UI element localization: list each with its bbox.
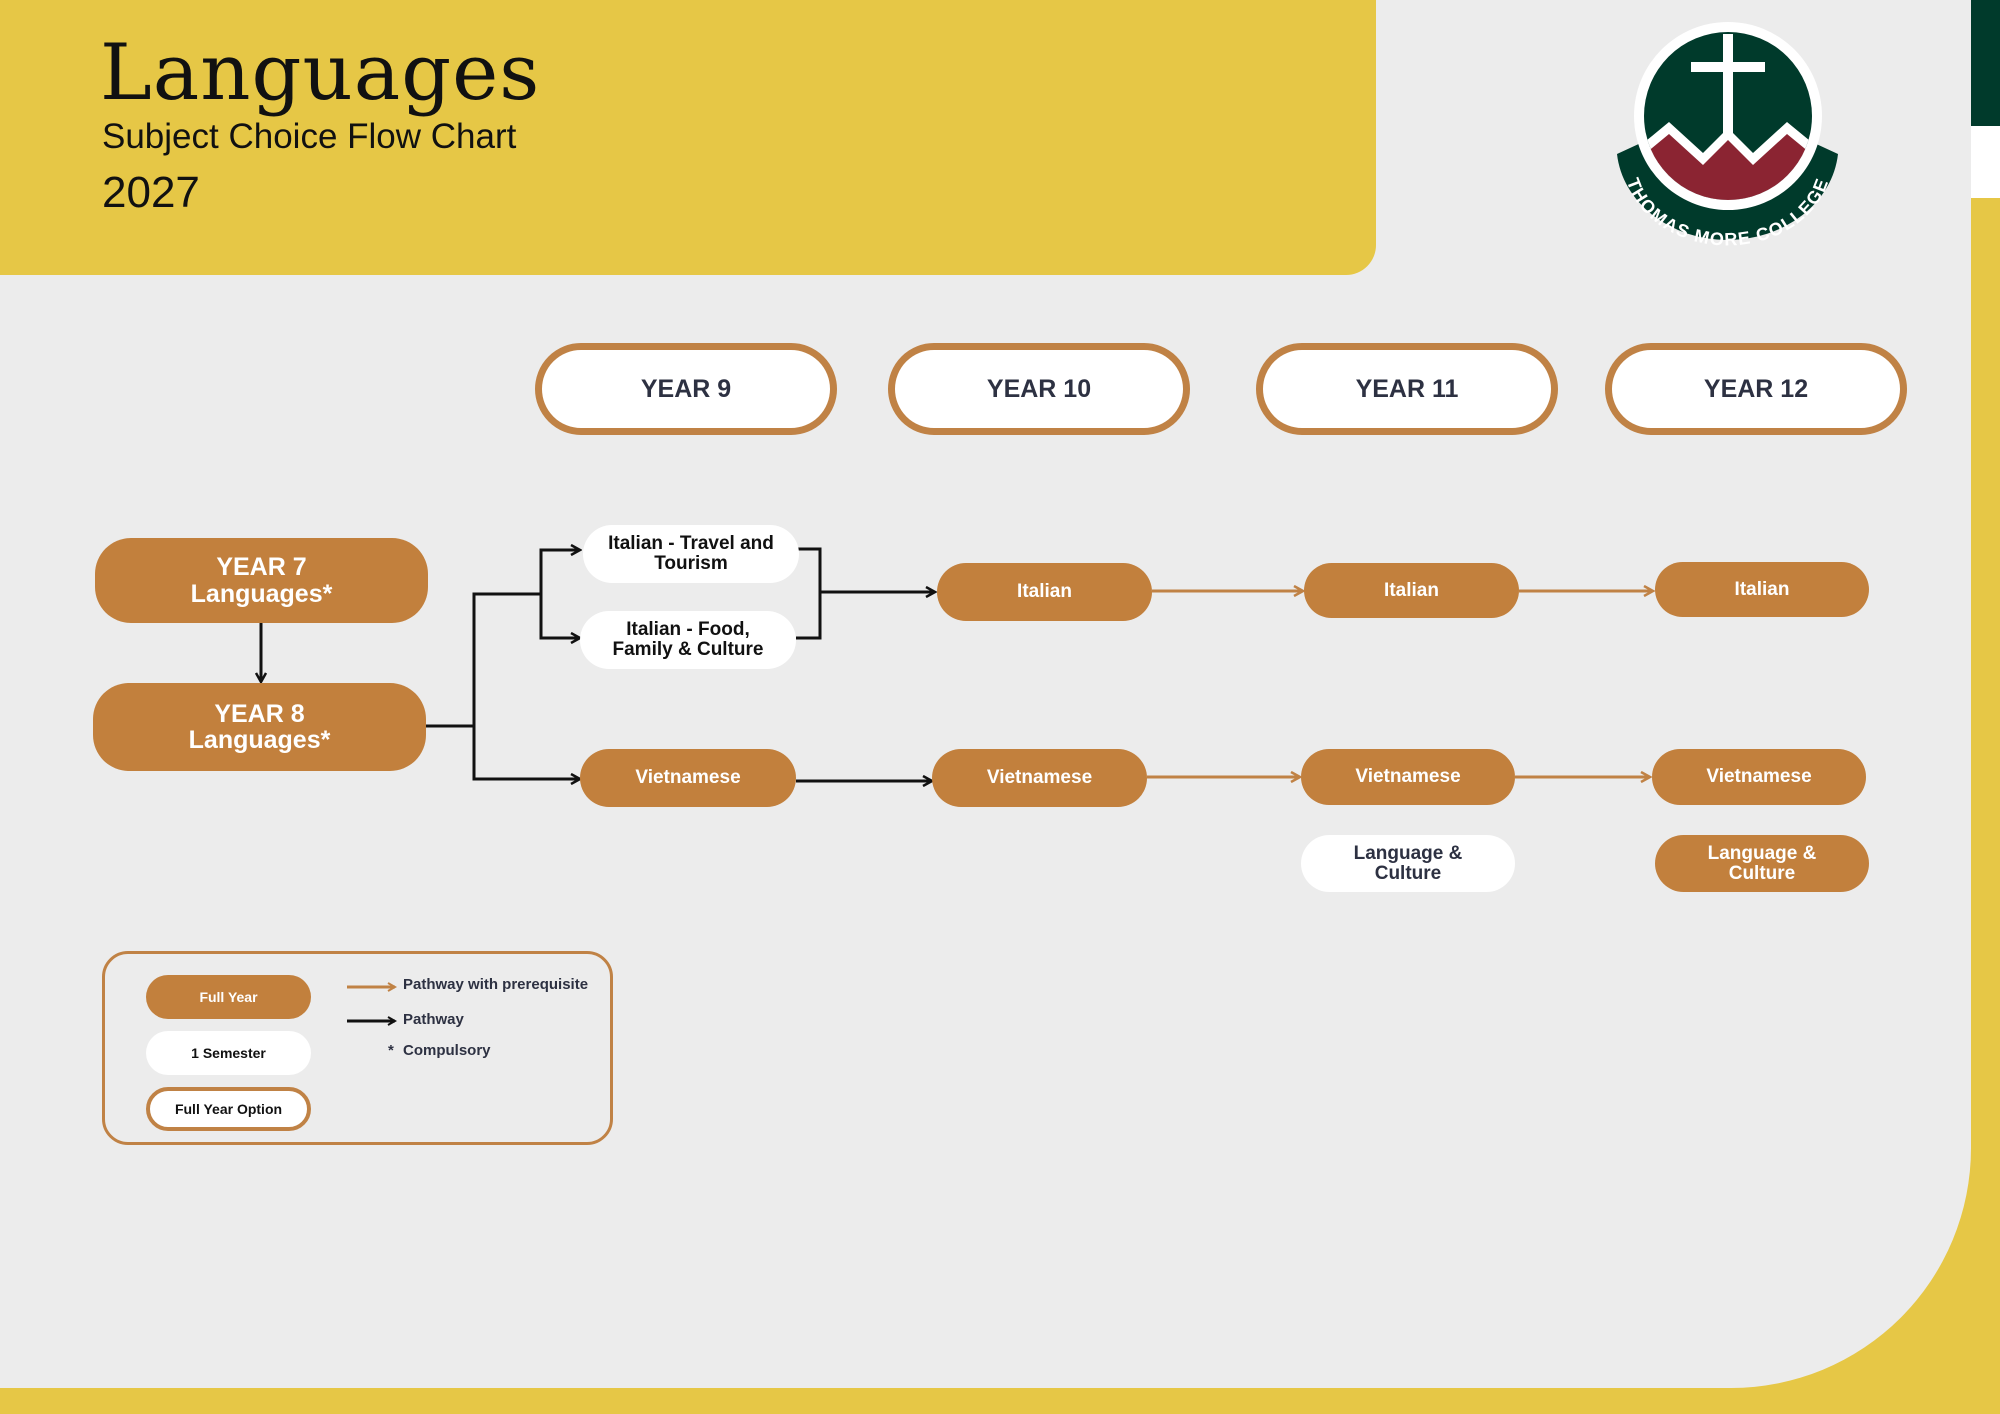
node-italian-food-family-culture: Italian - Food, Family & Culture [580, 611, 796, 669]
pathway-year8-vietnamese [472, 726, 580, 779]
node-year-8-languages: YEAR 8 Languages* [93, 683, 426, 771]
node-y11-italian: Italian [1304, 563, 1519, 618]
legend-arrows [347, 975, 405, 1035]
node-y12-language-culture: Language & Culture [1655, 835, 1869, 892]
pathway-to-italian-food [539, 594, 580, 638]
node-y11-vietnamese: Vietnamese [1301, 749, 1515, 805]
node-y12-vietnamese: Vietnamese [1652, 749, 1866, 805]
pathway-italian-y9-bracket [796, 547, 822, 640]
green-edge-tab [1971, 0, 2000, 126]
legend-full-year-swatch: Full Year [146, 975, 311, 1019]
node-y9-vietnamese: Vietnamese [580, 749, 796, 807]
legend-compulsory-label: Compulsory [403, 1042, 491, 1059]
legend-pathway-prereq-label: Pathway with prerequisite [403, 976, 589, 993]
white-edge-tab [1971, 126, 2000, 198]
pathway-year8-trunk [425, 592, 541, 728]
node-y12-italian: Italian [1655, 562, 1869, 617]
column-header-year-12: YEAR 12 [1605, 343, 1907, 435]
college-logo: THOMAS MORE COLLEGE [1617, 22, 1838, 247]
column-header-year-11: YEAR 11 [1256, 343, 1558, 435]
column-header-year-9: YEAR 9 [535, 343, 837, 435]
header-band [0, 0, 1376, 275]
legend-semester-swatch: 1 Semester [146, 1031, 311, 1075]
node-y11-language-culture: Language & Culture [1301, 835, 1515, 892]
node-y10-vietnamese: Vietnamese [932, 749, 1147, 807]
legend-full-year-option-swatch: Full Year Option [146, 1087, 311, 1131]
node-year-7-languages: YEAR 7 Languages* [95, 538, 428, 623]
page-year: 2027 [102, 168, 200, 217]
page-subtitle: Subject Choice Flow Chart [102, 117, 517, 156]
legend-compulsory-mark: * [388, 1042, 394, 1059]
right-frame-bar [1971, 0, 2000, 1414]
column-header-year-10: YEAR 10 [888, 343, 1190, 435]
node-italian-travel-tourism: Italian - Travel and Tourism [583, 525, 799, 583]
page-title: Languages [100, 28, 541, 118]
legend-pathway-label: Pathway [403, 1011, 464, 1028]
bottom-frame-bar [0, 1388, 2000, 1414]
legend-box [102, 951, 613, 1145]
pathway-to-italian-travel [539, 550, 580, 594]
node-y10-italian: Italian [937, 563, 1152, 621]
